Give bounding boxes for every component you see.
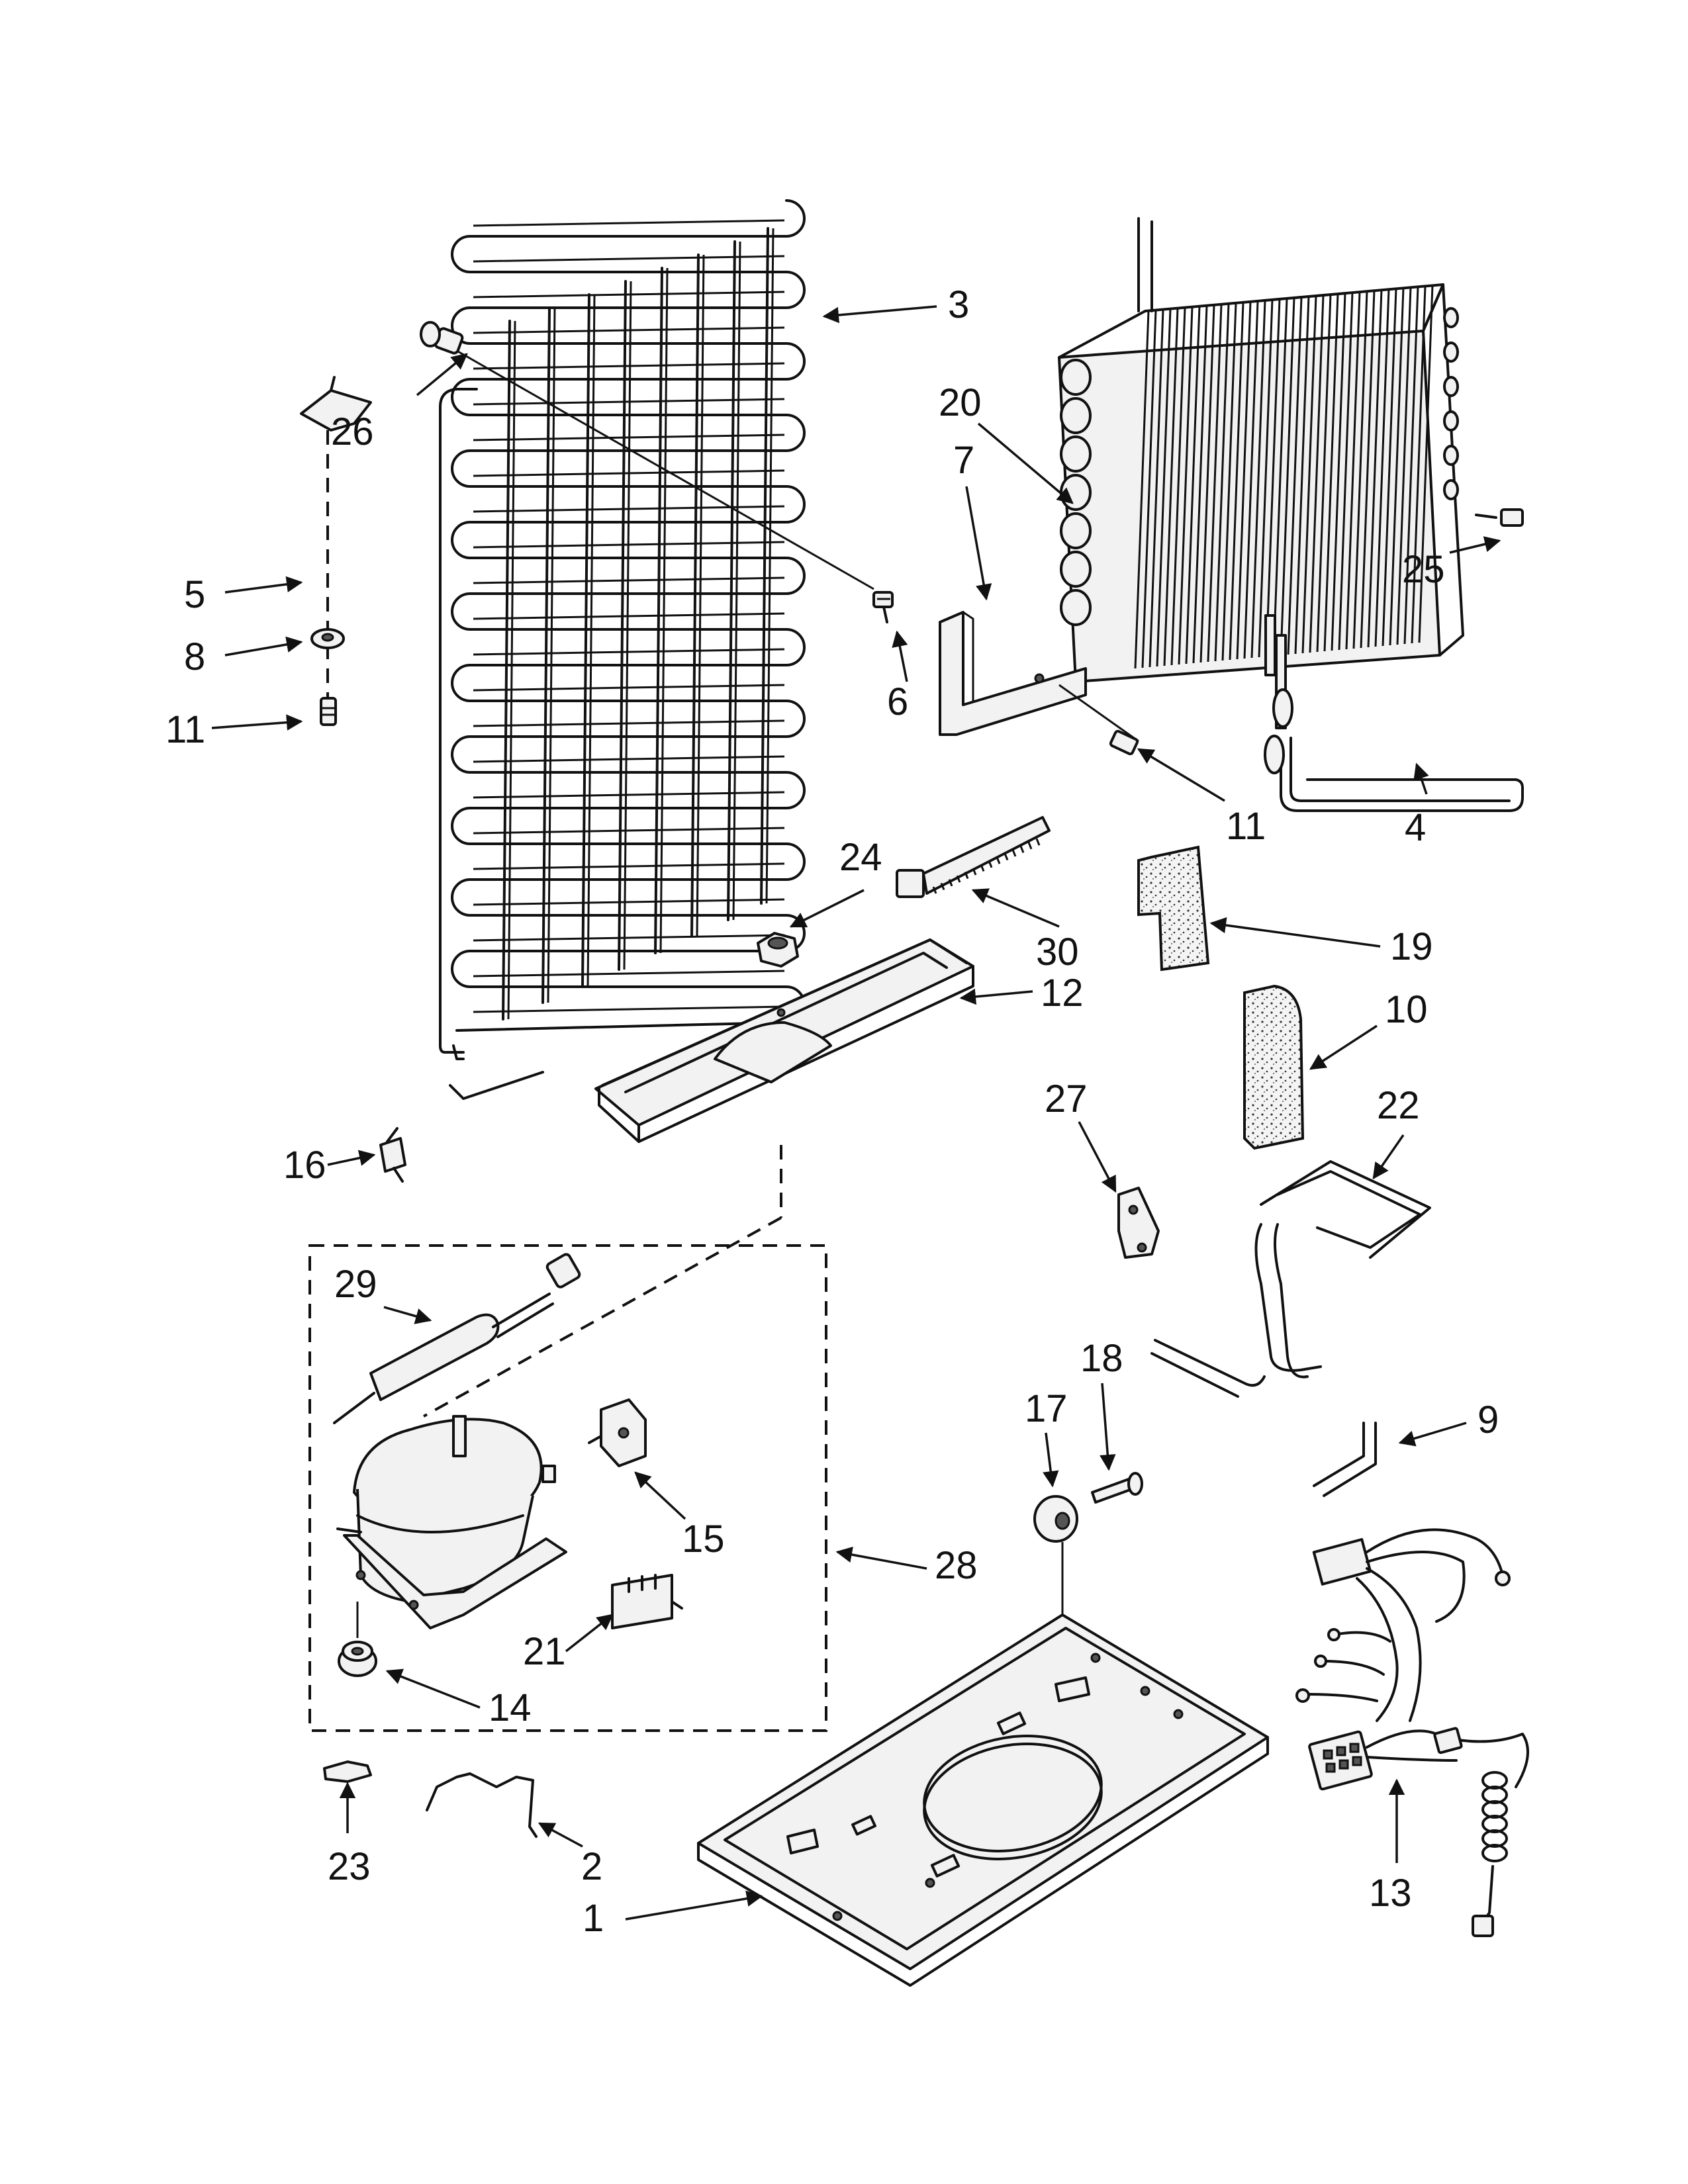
callout-7: 7: [953, 439, 974, 482]
wire-harness-13: [1295, 1528, 1529, 1937]
bolt-18: [1091, 1472, 1143, 1504]
screw-11-mid: [1058, 684, 1139, 756]
overload-21: [611, 1574, 683, 1629]
drier-29: [333, 1253, 581, 1424]
callout-23: 23: [328, 1845, 371, 1888]
clip-23: [323, 1760, 372, 1783]
cable-tie-30: [896, 816, 1051, 898]
callout-28: 28: [935, 1544, 978, 1587]
screw-25: [1475, 508, 1524, 527]
callout-17: 17: [1025, 1387, 1068, 1430]
callout-12: 12: [1041, 972, 1084, 1015]
callout-21: 21: [523, 1630, 566, 1673]
callout-20: 20: [939, 381, 982, 424]
washer-8: [310, 628, 345, 649]
relay-15: [588, 1398, 647, 1467]
callout-2: 2: [581, 1845, 602, 1888]
bracket-27: [1117, 1187, 1160, 1259]
callout-13: 13: [1369, 1872, 1412, 1915]
screw-6: [872, 591, 894, 623]
grommet-17: [1033, 1495, 1078, 1628]
bolt-26: [420, 321, 874, 590]
drain-pan-12: [594, 938, 974, 1218]
evaporator-20: [1058, 217, 1464, 683]
callout-5: 5: [184, 573, 205, 616]
foam-19: [1137, 845, 1210, 972]
callout-26: 26: [331, 410, 374, 453]
wire-2: [426, 1772, 538, 1838]
callout-3: 3: [948, 283, 969, 326]
callout-16: 16: [283, 1144, 326, 1187]
callout-22: 22: [1377, 1084, 1420, 1127]
clip-16: [379, 1127, 406, 1183]
callout-1: 1: [583, 1897, 604, 1940]
callout-30: 30: [1036, 931, 1079, 974]
screw-11-left: [320, 697, 337, 726]
callout-11-left: 11: [165, 708, 205, 751]
callout-11-mid: 11: [1226, 805, 1266, 848]
callout-labels: 1 2 3 4 5 6 7 8 9 10 11 11 12 13 14 15 1…: [165, 283, 1499, 1940]
callout-9: 9: [1477, 1398, 1499, 1441]
foam-10: [1243, 984, 1305, 1150]
callout-25: 25: [1402, 548, 1445, 591]
bracket-5: [300, 376, 372, 702]
callout-6: 6: [887, 680, 908, 723]
callout-27: 27: [1045, 1077, 1088, 1120]
leader-lines: [211, 305, 1501, 1921]
condenser-coil: [439, 199, 806, 1100]
drain-tube-22: [1150, 1160, 1431, 1398]
base-pan-1: [697, 1614, 1269, 1987]
callout-14: 14: [489, 1686, 532, 1729]
nut-24: [757, 932, 799, 968]
compressor-kit-28: [308, 1216, 827, 1732]
callout-18: 18: [1080, 1337, 1123, 1380]
callout-24: 24: [839, 836, 882, 879]
frame-7: [939, 611, 1087, 736]
tube-9: [1313, 1422, 1377, 1497]
defrost-heater-4: [1264, 614, 1524, 812]
grommet-14: [338, 1602, 377, 1677]
callout-19: 19: [1390, 925, 1433, 968]
callout-15: 15: [682, 1518, 725, 1561]
callout-4: 4: [1405, 806, 1426, 849]
compressor: [336, 1415, 567, 1629]
callout-29: 29: [334, 1263, 377, 1306]
callout-10: 10: [1385, 988, 1428, 1031]
callout-8: 8: [184, 635, 205, 678]
